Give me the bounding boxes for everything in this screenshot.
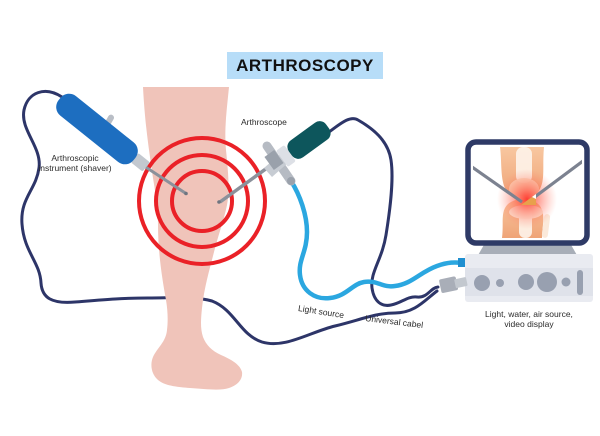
video-monitor	[465, 139, 590, 257]
source-unit	[439, 254, 593, 302]
source-unit-label: Light, water, air source, video display	[465, 309, 593, 329]
light-post	[287, 177, 295, 185]
camera-head	[287, 121, 331, 159]
universal-cable-plug	[439, 276, 468, 293]
light-cable-connector	[458, 258, 467, 267]
universal-cable	[327, 117, 440, 307]
unit-buttons[interactable]	[474, 270, 583, 295]
shaver-label-line1: Arthroscopic	[51, 153, 99, 163]
arthroscope-tip	[217, 200, 221, 204]
shaver-power-cable	[20, 90, 439, 345]
arthroscope-label: Arthroscope	[241, 117, 287, 127]
monitor-stand	[477, 243, 578, 257]
source-unit-label-line2: video display	[504, 318, 554, 329]
monitor-screen	[473, 147, 582, 238]
shaver-label: Arthroscopic instrument (shaver)	[24, 153, 126, 173]
shaver-label-line2: instrument (shaver)	[38, 163, 112, 173]
knee-target-rings	[137, 136, 267, 266]
shaver-handle	[56, 93, 138, 165]
shaver-tip	[184, 191, 188, 196]
light-source-cable	[288, 178, 466, 301]
source-unit-label-line1: Light, water, air source,	[485, 309, 573, 319]
patient-leg	[143, 87, 243, 390]
scope-view-tip	[521, 194, 536, 205]
shaver-instrument	[56, 93, 188, 196]
page-title: ARTHROSCOPY	[227, 52, 383, 79]
arthroscope-device	[217, 121, 331, 204]
inflamed-joint-glow	[497, 169, 557, 229]
